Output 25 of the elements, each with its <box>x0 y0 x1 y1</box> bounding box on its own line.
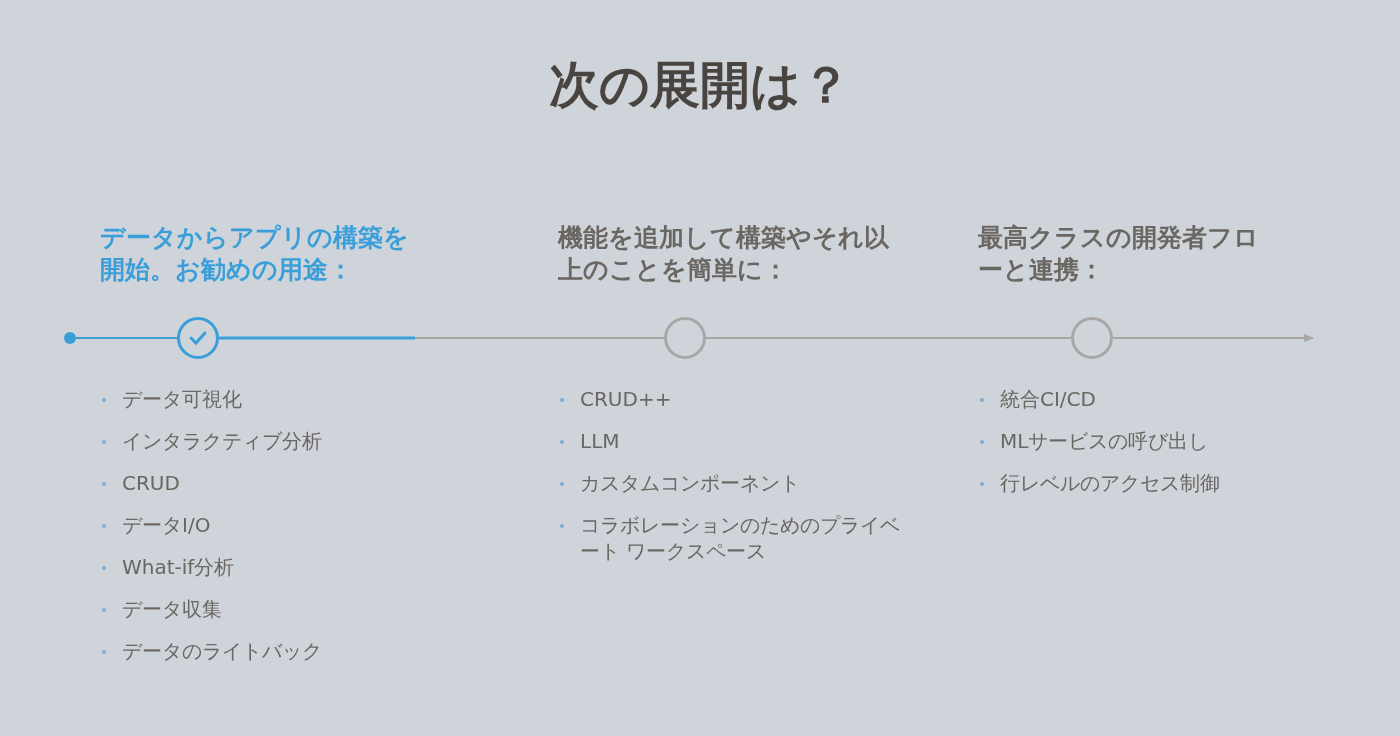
list-item: 統合CI/CD <box>1000 386 1097 412</box>
list-item: MLサービスの呼び出し <box>1000 428 1210 454</box>
connector-line <box>705 337 1072 339</box>
milestone-circle <box>1071 317 1113 359</box>
connector-line <box>75 337 178 339</box>
list-item: LLM <box>580 428 621 454</box>
slide-title: 次の展開は？ <box>548 55 852 116</box>
list-item: データ可視化 <box>122 386 243 412</box>
start-dot <box>64 332 76 344</box>
list-item: What-if分析 <box>122 554 236 580</box>
list-item: インタラクティブ分析 <box>122 428 323 454</box>
list-item: CRUD++ <box>580 386 673 412</box>
list-item: カスタムコンポーネント <box>580 470 801 496</box>
list-item: コラボレーションのためのプライベート ワークスペース <box>580 512 900 564</box>
completed-milestone-circle <box>177 317 219 359</box>
list-item: データのライトバック <box>122 638 323 664</box>
list-item: データ収集 <box>122 596 223 622</box>
arrow <box>1112 334 1314 342</box>
list-item: データI/O <box>122 512 212 538</box>
stage-heading: 機能を追加して構築やそれ以上のことを簡単に： <box>558 222 890 286</box>
milestone-circle <box>664 317 706 359</box>
list-item: CRUD <box>122 470 181 496</box>
stage-heading: 最高クラスの開発者フローと連携： <box>978 222 1260 286</box>
list-item: 行レベルのアクセス制御 <box>1000 470 1221 496</box>
stage-heading: データからアプリの構築を開始。お勧めの用途： <box>100 222 410 286</box>
